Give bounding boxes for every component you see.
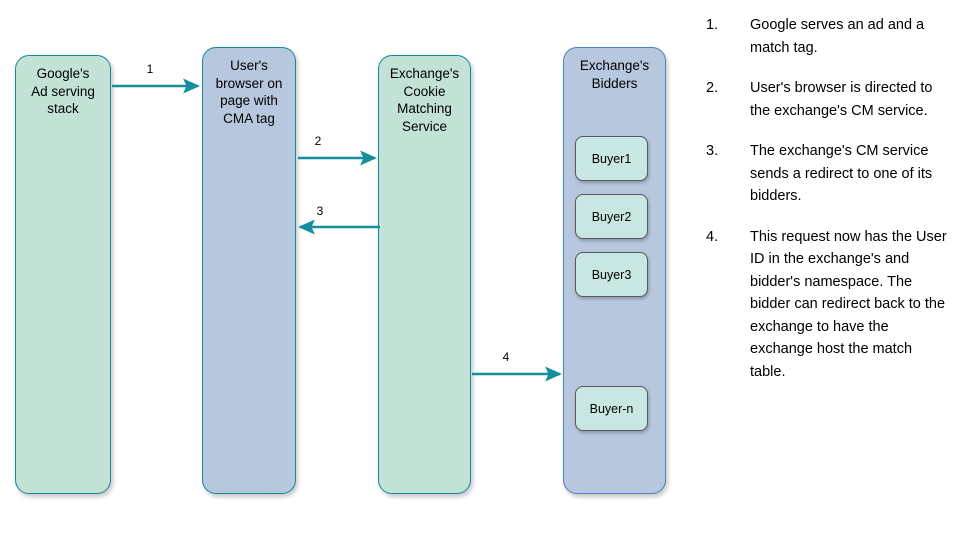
arrow-3-label: 3 [316,204,324,218]
lane-exchange-cookie-matching-service: Exchange's Cookie Matching Service [378,55,471,494]
buyer-box-2: Buyer2 [575,194,648,239]
lane-user-browser: User's browser on page with CMA tag [202,47,296,494]
buyer-box-1: Buyer1 [575,136,648,181]
buyer-box-n: Buyer-n [575,386,648,431]
step-item-1: 1. Google serves an ad and a match tag. [706,14,950,59]
buyer-box-3: Buyer3 [575,252,648,297]
arrow-2-label: 2 [314,134,322,148]
arrow-1-label: 1 [146,62,154,76]
step-2-number: 2. [706,80,719,96]
step-3-text: The exchange's CM service sends a redire… [750,143,933,204]
steps-legend: 1. Google serves an ad and a match tag. … [706,14,950,401]
step-3-number: 3. [706,143,719,159]
step-item-4: 4. This request now has the User ID in t… [706,226,950,384]
step-4-text: This request now has the User ID in the … [750,228,947,380]
step-2-text: User's browser is directed to the exchan… [750,80,933,119]
lane-google-ad-serving-stack: Google's Ad serving stack [15,55,111,494]
step-4-number: 4. [706,228,719,245]
step-1-text: Google serves an ad and a match tag. [750,17,925,56]
step-item-2: 2. User's browser is directed to the exc… [706,77,950,122]
step-1-number: 1. [706,17,719,33]
arrow-4-label: 4 [502,350,510,364]
step-item-3: 3. The exchange's CM service sends a red… [706,140,950,208]
